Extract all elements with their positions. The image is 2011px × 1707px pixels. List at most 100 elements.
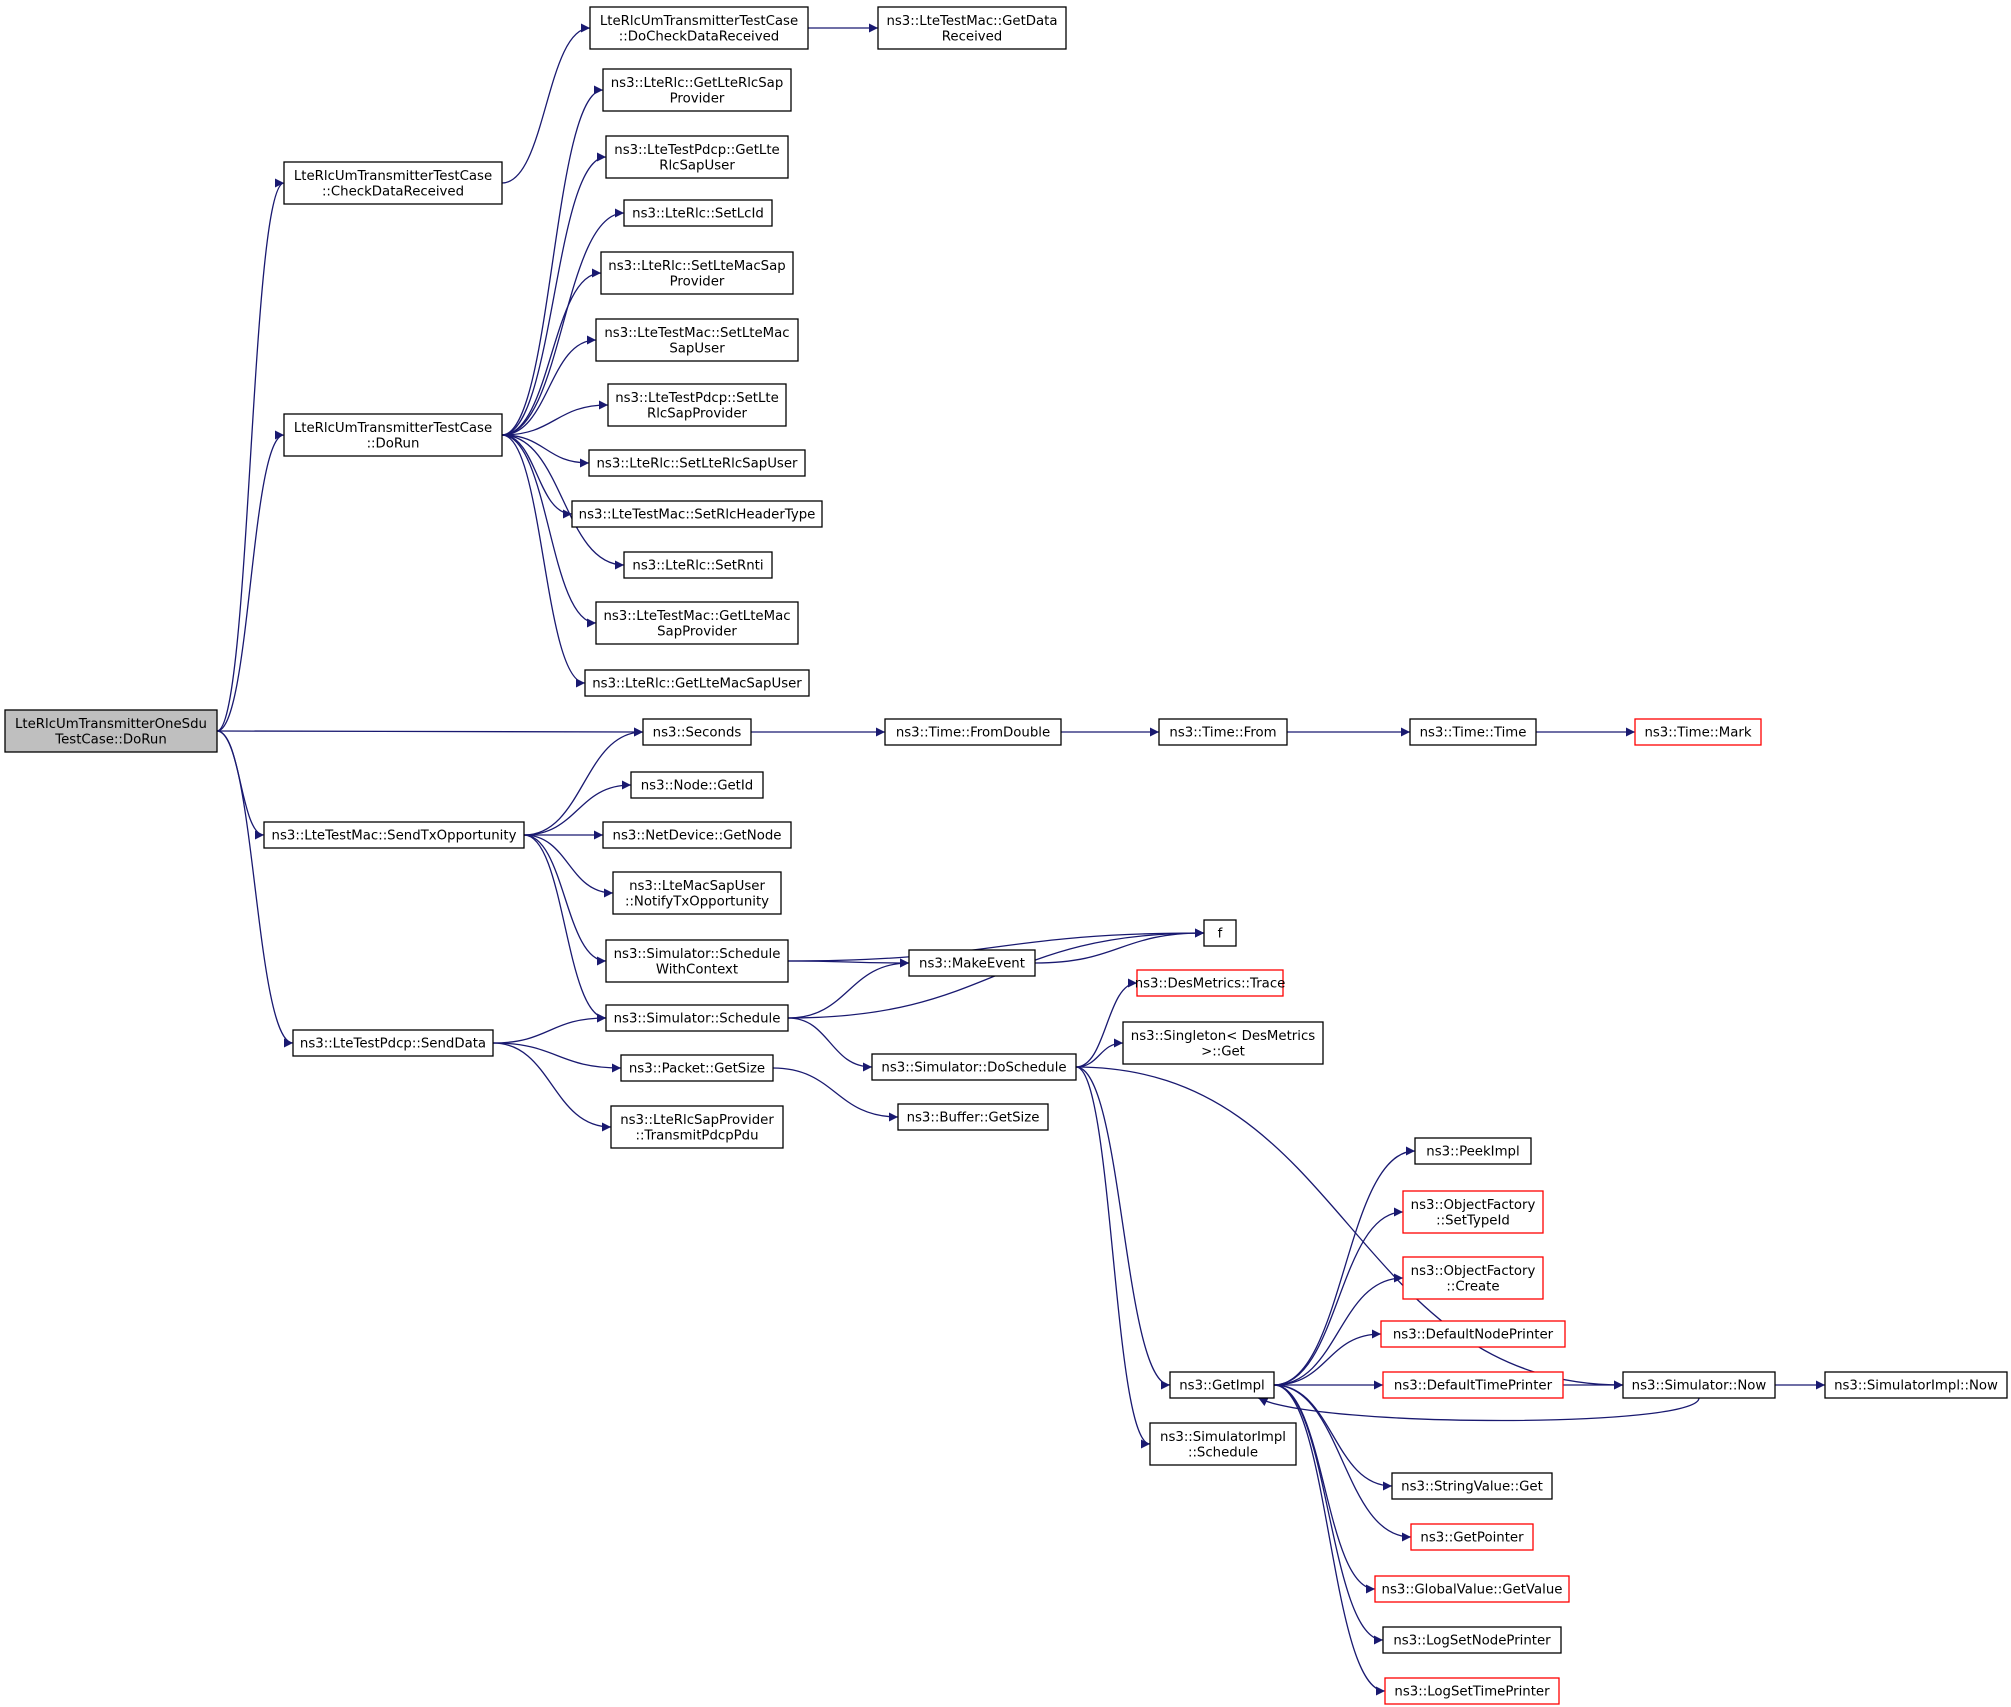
node-label-line: LteRlcUmTransmitterTestCase bbox=[294, 421, 492, 436]
edge-arrow bbox=[501, 85, 604, 436]
node-timeTime[interactable]: ns3::Time::Time bbox=[1409, 718, 1537, 746]
node-ofCreate[interactable]: ns3::ObjectFactory::Create bbox=[1402, 1256, 1544, 1300]
edge-arrow bbox=[787, 1017, 873, 1072]
node-checkData[interactable]: LteRlcUmTransmitterTestCase::CheckDataRe… bbox=[283, 161, 503, 205]
edge-arrow bbox=[216, 730, 294, 1048]
node-globalValueGet[interactable]: ns3::GlobalValue::GetValue bbox=[1374, 1575, 1570, 1603]
node-box bbox=[1384, 1677, 1560, 1705]
node-label-line: ns3::LogSetNodePrinter bbox=[1393, 1634, 1551, 1649]
node-box bbox=[897, 1103, 1049, 1131]
node-box bbox=[1391, 1472, 1553, 1500]
node-setLcId[interactable]: ns3::LteRlc::SetLcId bbox=[623, 199, 773, 227]
node-fromDouble[interactable]: ns3::Time::FromDouble bbox=[884, 718, 1062, 746]
node-box bbox=[607, 383, 787, 427]
edge-schedWithCtx-to-f bbox=[787, 928, 1205, 962]
edge-arrow bbox=[501, 152, 607, 436]
node-label-line: ::Schedule bbox=[1188, 1446, 1258, 1461]
node-bufferGetSize[interactable]: ns3::Buffer::GetSize bbox=[897, 1103, 1049, 1131]
node-simNow[interactable]: ns3::Simulator::Now bbox=[1622, 1371, 1776, 1399]
node-stringValueGet[interactable]: ns3::StringValue::Get bbox=[1391, 1472, 1553, 1500]
node-label-line: ns3::LteRlc::SetLteRlcSapUser bbox=[597, 457, 799, 472]
edge-arrow bbox=[501, 434, 625, 570]
edge-doRun-to-setLteRlcSapProv bbox=[501, 400, 609, 436]
node-label-line: ns3::LteTestPdcp::SetLte bbox=[615, 391, 779, 406]
edge-doSchedule-to-simNow bbox=[1075, 1066, 1624, 1390]
node-makeEvent[interactable]: ns3::MakeEvent bbox=[908, 949, 1036, 977]
node-label-line: ns3::DefaultNodePrinter bbox=[1393, 1328, 1554, 1343]
node-getImpl[interactable]: ns3::GetImpl bbox=[1169, 1371, 1275, 1399]
node-box bbox=[1374, 1575, 1570, 1603]
node-simImplNow[interactable]: ns3::SimulatorImpl::Now bbox=[1824, 1371, 2008, 1399]
edge-arrow bbox=[523, 834, 607, 1023]
node-label-line: ::Create bbox=[1446, 1280, 1499, 1295]
node-simSchedule[interactable]: ns3::Simulator::Schedule bbox=[605, 1004, 789, 1032]
edge-arrow bbox=[501, 400, 609, 436]
node-label-line: ns3::LteTestMac::SetRlcHeaderType bbox=[579, 508, 816, 523]
node-logSetNode[interactable]: ns3::LogSetNodePrinter bbox=[1382, 1626, 1562, 1654]
node-box bbox=[1158, 718, 1288, 746]
node-peekImpl[interactable]: ns3::PeekImpl bbox=[1414, 1137, 1532, 1165]
node-label-line: ns3::LteTestPdcp::SendData bbox=[300, 1037, 486, 1052]
node-setRnti[interactable]: ns3::LteRlc::SetRnti bbox=[623, 551, 773, 579]
edge-doRun-to-getLteRlcSapUser bbox=[501, 152, 607, 436]
edge-arrow bbox=[1273, 1384, 1384, 1645]
node-f[interactable]: f bbox=[1203, 919, 1237, 947]
edge-arrow bbox=[1075, 1038, 1124, 1068]
node-defNodePrinter[interactable]: ns3::DefaultNodePrinter bbox=[1380, 1320, 1566, 1348]
node-from[interactable]: ns3::Time::From bbox=[1158, 718, 1288, 746]
node-simImplSchedule[interactable]: ns3::SimulatorImpl::Schedule bbox=[1149, 1422, 1297, 1466]
node-getLteMacSapUser[interactable]: ns3::LteRlc::GetLteMacSapUser bbox=[584, 669, 810, 697]
edge-arrow bbox=[523, 727, 644, 836]
node-ofSetTypeId[interactable]: ns3::ObjectFactory::SetTypeId bbox=[1402, 1190, 1544, 1234]
node-defTimePrinter[interactable]: ns3::DefaultTimePrinter bbox=[1382, 1371, 1564, 1399]
node-netDevGetNode[interactable]: ns3::NetDevice::GetNode bbox=[602, 821, 792, 849]
edge-arrow bbox=[501, 434, 590, 468]
edge-arrow bbox=[501, 208, 625, 436]
node-doCheck[interactable]: LteRlcUmTransmitterTestCase::DoCheckData… bbox=[589, 6, 809, 50]
node-label-line: ns3::LteTestMac::GetLteMac bbox=[603, 609, 790, 624]
node-label-line: ns3::GetImpl bbox=[1179, 1379, 1264, 1394]
node-notifyTx[interactable]: ns3::LteMacSapUser::NotifyTxOpportunity bbox=[612, 871, 782, 915]
node-doRun[interactable]: LteRlcUmTransmitterTestCase::DoRun bbox=[283, 413, 503, 457]
node-label-line: ns3::Singleton< DesMetrics bbox=[1131, 1029, 1315, 1044]
node-label-line: ns3::ObjectFactory bbox=[1411, 1198, 1536, 1213]
node-timeMark[interactable]: ns3::Time::Mark bbox=[1634, 718, 1762, 746]
node-label-line: ns3::LteTestMac::GetData bbox=[886, 14, 1057, 29]
node-desTrace[interactable]: ns3::DesMetrics::Trace bbox=[1135, 969, 1286, 997]
node-label-line: ns3::ObjectFactory bbox=[1411, 1264, 1536, 1279]
edge-sendTx-to-simSchedule bbox=[523, 834, 607, 1023]
node-setRlcHeaderType[interactable]: ns3::LteTestMac::SetRlcHeaderType bbox=[571, 500, 823, 528]
node-box bbox=[1622, 1371, 1776, 1399]
node-doSchedule[interactable]: ns3::Simulator::DoSchedule bbox=[871, 1053, 1077, 1081]
node-transmitPdcp[interactable]: ns3::LteRlcSapProvider::TransmitPdcpPdu bbox=[610, 1105, 784, 1149]
node-box bbox=[1402, 1256, 1544, 1300]
node-sendData[interactable]: ns3::LteTestPdcp::SendData bbox=[292, 1029, 494, 1057]
node-packetGetSize[interactable]: ns3::Packet::GetSize bbox=[620, 1054, 774, 1082]
node-getPointer[interactable]: ns3::GetPointer bbox=[1410, 1523, 1534, 1551]
node-label-line: WithContext bbox=[656, 963, 738, 978]
node-seconds[interactable]: ns3::Seconds bbox=[642, 718, 752, 746]
node-label-line: ns3::LteMacSapUser bbox=[629, 879, 765, 894]
node-label-line: ::DoCheckDataReceived bbox=[619, 30, 779, 45]
node-nodeGetId[interactable]: ns3::Node::GetId bbox=[630, 771, 764, 799]
node-sendTx[interactable]: ns3::LteTestMac::SendTxOpportunity bbox=[263, 821, 525, 849]
node-box bbox=[600, 251, 794, 295]
node-setLteRlcSapUser[interactable]: ns3::LteRlc::SetLteRlcSapUser bbox=[588, 449, 806, 477]
node-label-line: f bbox=[1218, 927, 1223, 942]
node-singletonGet[interactable]: ns3::Singleton< DesMetrics>::Get bbox=[1122, 1021, 1324, 1065]
edge-arrow bbox=[501, 268, 602, 436]
node-logSetTime[interactable]: ns3::LogSetTimePrinter bbox=[1384, 1677, 1560, 1705]
edge-arrow bbox=[1273, 1273, 1404, 1386]
node-label-line: ns3::Simulator::DoSchedule bbox=[881, 1061, 1066, 1076]
edge-sendTx-to-notifyTx bbox=[523, 834, 614, 898]
call-edges bbox=[216, 23, 1825, 1696]
